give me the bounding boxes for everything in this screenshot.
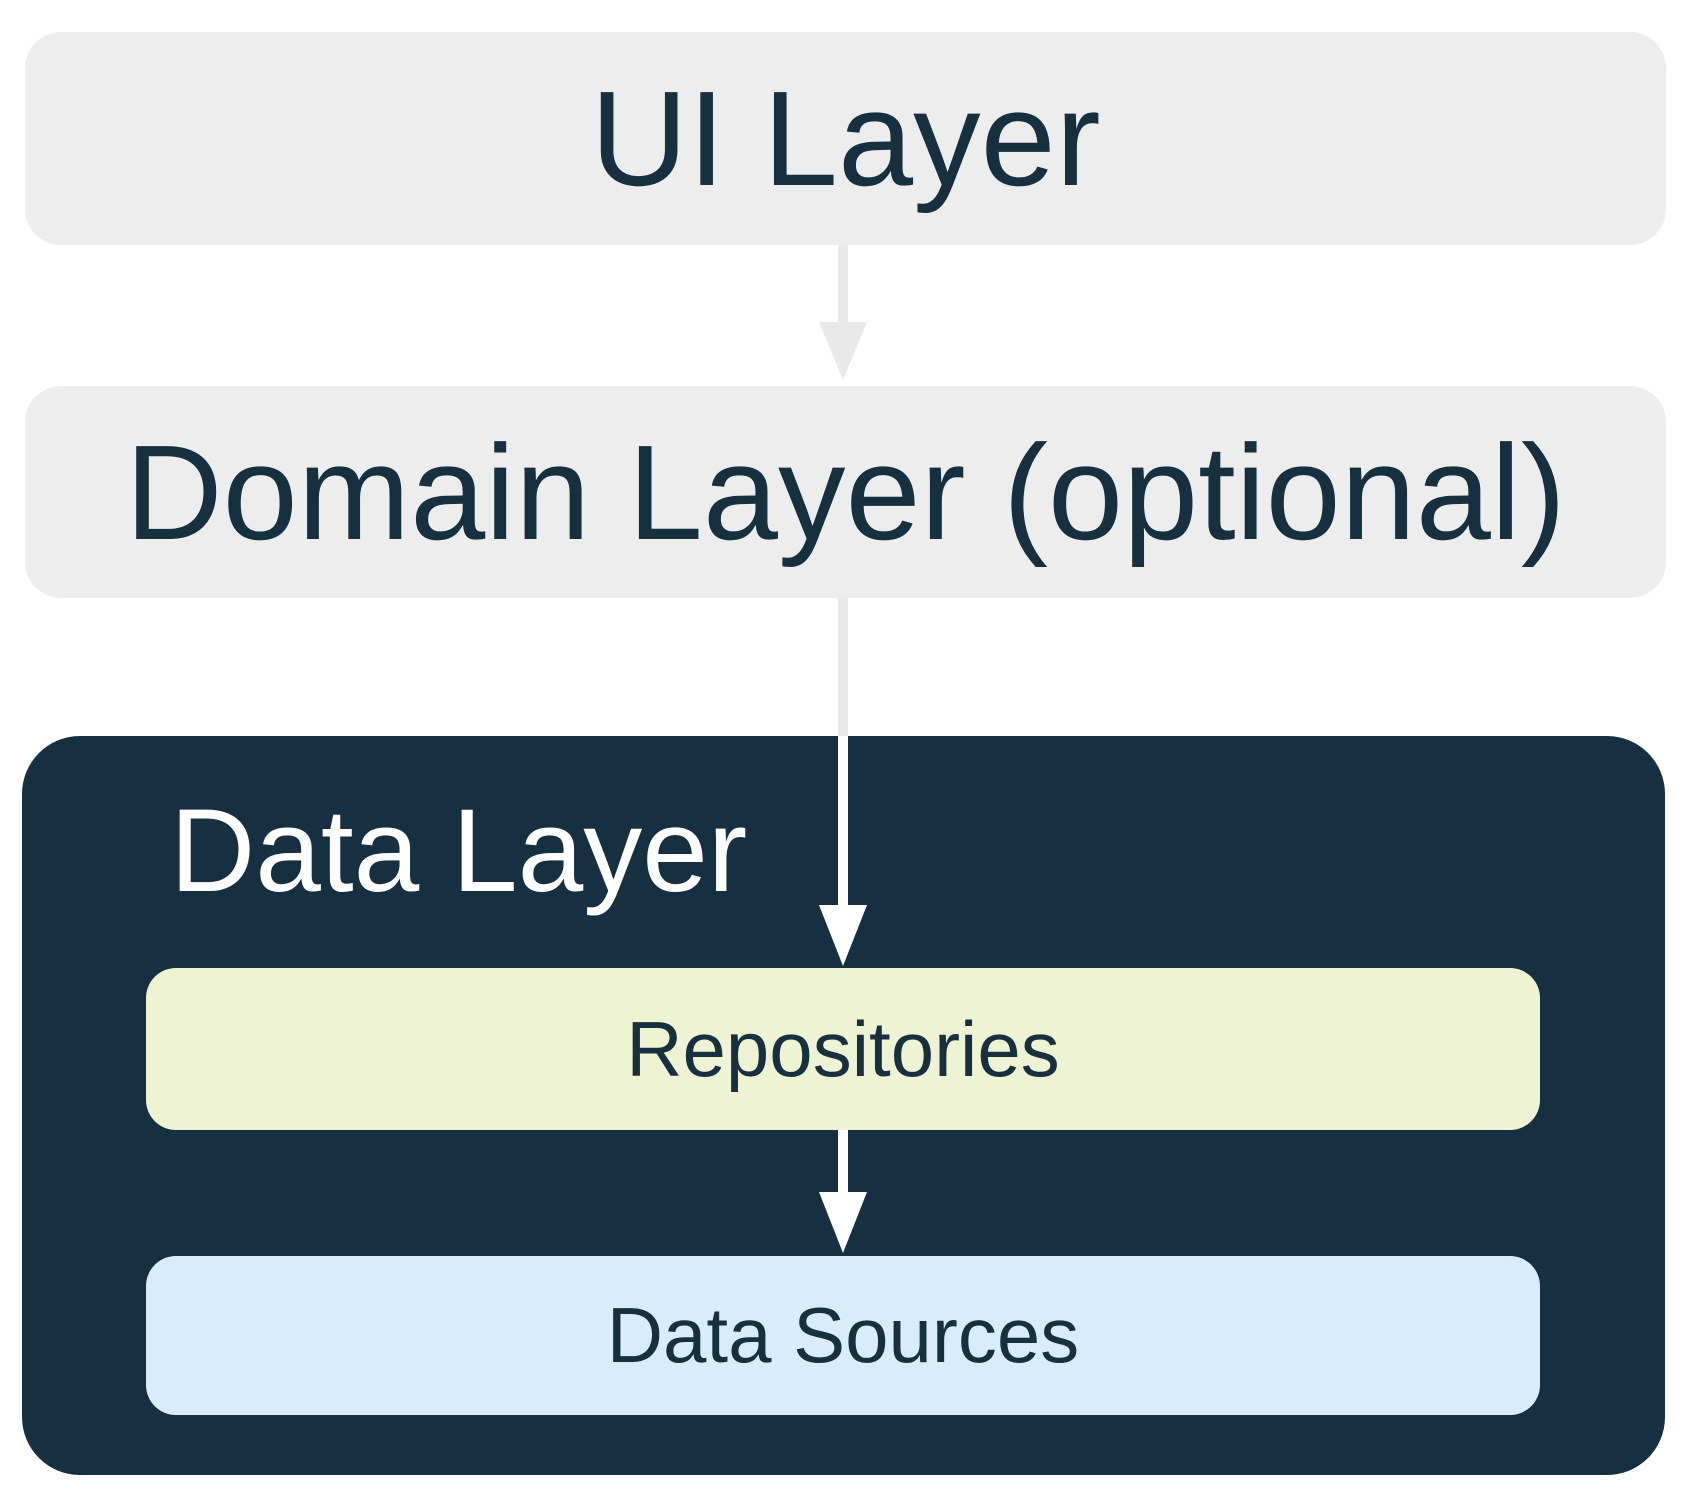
arrow-ui-to-domain-stem (838, 245, 848, 324)
arrow-domain-to-repositories-stem-white (838, 736, 848, 907)
data-sources-label: Data Sources (606, 1291, 1080, 1379)
ui-layer-label: UI Layer (590, 63, 1101, 214)
data-layer-label: Data Layer (170, 785, 748, 917)
node-ui-layer: UI Layer (25, 32, 1666, 245)
arrow-domain-to-repositories-stem-gray (838, 598, 848, 738)
node-repositories: Repositories (146, 968, 1540, 1130)
domain-layer-label: Domain Layer (optional) (125, 416, 1566, 568)
arrow-ui-to-domain-head-icon (819, 322, 867, 380)
repositories-label: Repositories (626, 1004, 1060, 1093)
node-domain-layer: Domain Layer (optional) (25, 386, 1666, 598)
node-data-sources: Data Sources (146, 1256, 1540, 1415)
arrow-domain-to-repositories-head-icon (819, 905, 867, 966)
arrow-repositories-to-datasources-head-icon (819, 1192, 867, 1253)
arrow-repositories-to-datasources-stem (838, 1130, 848, 1194)
